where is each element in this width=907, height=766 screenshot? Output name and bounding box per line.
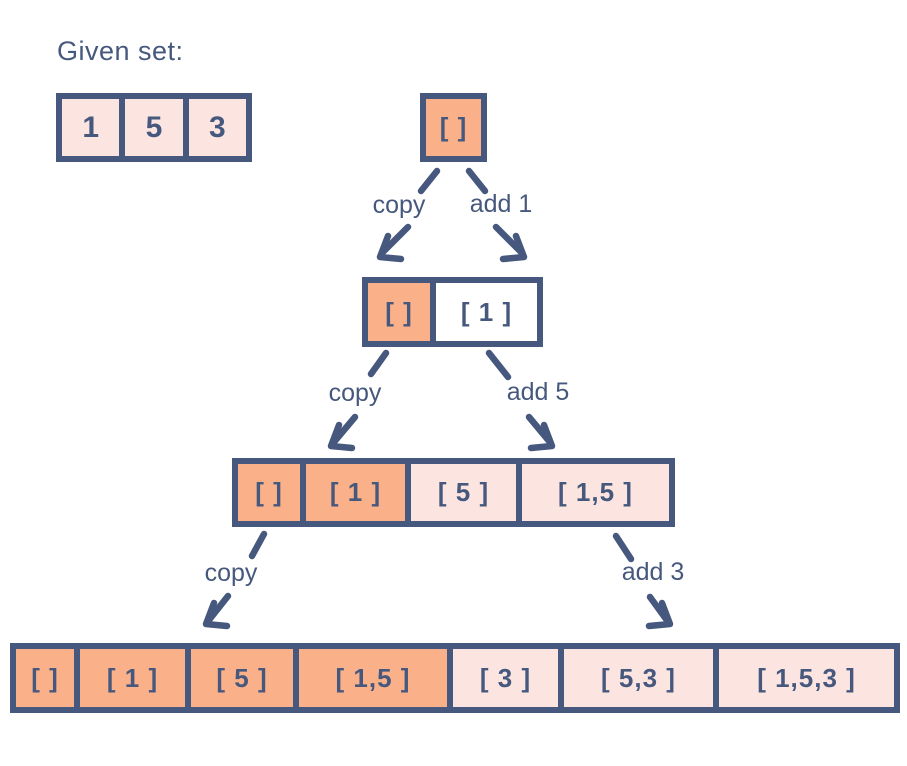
subset-cell: [ 5 ]	[411, 464, 522, 521]
edge3-right-arrow-head	[645, 599, 674, 630]
edge2-add5-label: add 5	[506, 378, 570, 406]
tree-level-1: [ ]	[420, 93, 487, 162]
edge1-left-stub	[417, 167, 441, 195]
tree-level-3: [ ] [ 1 ] [ 5 ] [ 1,5 ]	[232, 458, 675, 527]
subset-cell: [ ]	[368, 283, 436, 341]
given-set-label: Given set:	[57, 36, 184, 66]
given-set-cell-3: 3	[188, 99, 246, 156]
subset-cell: [ 1,5 ]	[299, 649, 453, 707]
edge1-right-arrow-head	[499, 232, 528, 263]
given-set-cell-1: 1	[62, 99, 126, 156]
edge2-right-stub	[485, 349, 512, 381]
subset-cell: [ 1 ]	[80, 649, 191, 707]
edge1-copy-label: copy	[372, 191, 426, 219]
edge1-right-stub	[465, 167, 489, 195]
edge3-add3-label: add 3	[621, 558, 685, 586]
edge2-right-arrow-shaft	[525, 413, 553, 445]
edge3-right-stub	[612, 532, 635, 563]
edge3-left-stub	[248, 530, 268, 560]
edge2-copy-label: copy	[328, 379, 382, 407]
subset-cell: [ ]	[426, 99, 481, 156]
given-set-cell-5: 5	[125, 99, 189, 156]
subset-cell: [ ]	[238, 464, 306, 521]
subset-cell: [ 1,5,3 ]	[719, 649, 894, 707]
tree-level-4: [ ] [ 1 ] [ 5 ] [ 1,5 ] [ 3 ] [ 5,3 ] [ …	[10, 643, 900, 713]
subset-cell: [ 1 ]	[436, 283, 537, 341]
subset-cell: [ ]	[16, 649, 80, 707]
subset-cell: [ 5,3 ]	[564, 649, 719, 707]
edge1-add1-label: add 1	[469, 190, 533, 218]
edge3-left-arrow-head	[202, 599, 231, 630]
subset-cell: [ 1 ]	[306, 464, 411, 521]
given-set-box: 1 5 3	[56, 93, 252, 162]
edge1-right-arrow-shaft	[492, 223, 525, 256]
edge3-copy-label: copy	[204, 559, 258, 587]
subset-cell: [ 1,5 ]	[522, 464, 669, 521]
edge3-left-arrow-shaft	[205, 592, 232, 624]
edge1-left-arrow-head	[376, 232, 405, 263]
tree-level-2: [ ] [ 1 ]	[362, 277, 543, 347]
subset-cell: [ 5 ]	[191, 649, 299, 707]
edge2-right-arrow-head	[527, 421, 556, 452]
edge2-left-arrow-head	[327, 421, 356, 452]
edge1-left-arrow-shaft	[379, 223, 412, 256]
edge2-left-stub	[367, 349, 390, 378]
subset-cell: [ 3 ]	[453, 649, 564, 707]
edge2-left-arrow-shaft	[330, 413, 359, 446]
edge3-right-arrow-shaft	[646, 593, 670, 623]
